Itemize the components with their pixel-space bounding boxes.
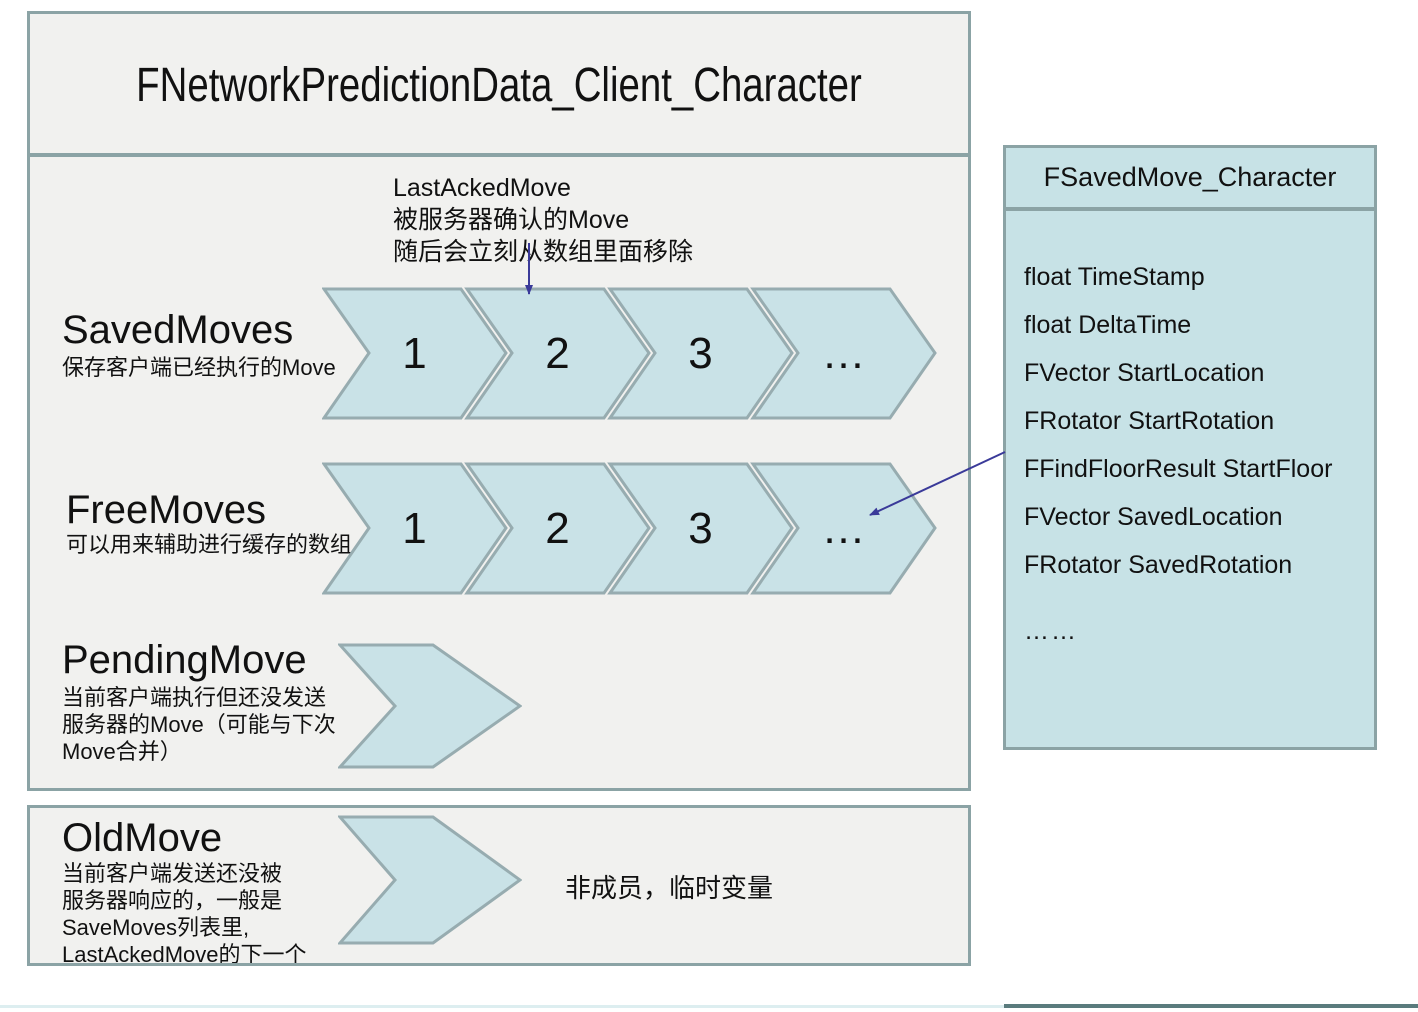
struct-field: FRotator SavedRotation: [1024, 551, 1293, 579]
pending-move-desc: 当前客户端执行但还没发送 服务器的Move（可能与下次 Move合并）: [62, 684, 336, 765]
saved-moves-item: 2: [545, 328, 570, 378]
network-prediction-data-box: FNetworkPredictionData_Client_Character …: [27, 11, 971, 791]
free-moves-chevron-row: 1 2 3 …: [322, 462, 937, 595]
saved-move-character-panel: FSavedMove_Character float TimeStamp flo…: [1003, 145, 1377, 750]
bottom-divider-dark: [1004, 1004, 1418, 1008]
annotation-line: 被服务器确认的Move: [393, 206, 630, 234]
bottom-divider-light: [0, 1005, 1004, 1008]
chevron-arrow-icon: [322, 287, 937, 420]
chevron-arrow-icon: [338, 643, 522, 769]
old-move-desc-line: LastAckedMove的下一个: [62, 942, 307, 966]
saved-moves-item: …: [821, 328, 866, 378]
free-moves-item: …: [821, 503, 866, 553]
struct-field-ellipsis: ……: [1024, 617, 1078, 645]
panel-title: FSavedMove_Character: [1006, 148, 1374, 211]
saved-moves-item: 1: [402, 328, 427, 378]
struct-field: FFindFloorResult StartFloor: [1024, 455, 1333, 483]
old-move-desc-line: 服务器响应的，一般是: [62, 888, 283, 913]
struct-field: float DeltaTime: [1024, 311, 1192, 339]
free-moves-item: 2: [545, 503, 570, 553]
annotation-line: LastAckedMove: [393, 174, 571, 202]
struct-field: float TimeStamp: [1024, 263, 1205, 291]
old-move-label: OldMove: [62, 816, 223, 860]
struct-field: FVector StartLocation: [1024, 359, 1265, 387]
pending-move-desc-line: Move合并）: [62, 739, 182, 764]
old-move-desc-line: SaveMoves列表里,: [62, 915, 250, 940]
old-move-note: 非成员，临时变量: [565, 873, 774, 903]
last-acked-move-annotation: LastAckedMove 被服务器确认的Move 随后会立刻从数组里面移除: [393, 172, 693, 268]
pending-move-label: PendingMove: [62, 638, 307, 682]
old-move-box: OldMove 当前客户端发送还没被 服务器响应的，一般是 SaveMoves列…: [27, 805, 971, 966]
free-moves-desc: 可以用来辅助进行缓存的数组: [66, 532, 353, 557]
struct-field: FVector SavedLocation: [1024, 503, 1283, 531]
free-moves-label: FreeMoves: [66, 488, 267, 532]
chevron-arrow-icon: [322, 462, 937, 595]
saved-moves-desc: 保存客户端已经执行的Move: [62, 355, 336, 380]
saved-moves-chevron-row: 1 2 3 …: [322, 287, 937, 420]
main-box-title: FNetworkPredictionData_Client_Character: [136, 59, 862, 112]
chevron-arrow-icon: [338, 815, 522, 945]
free-moves-item: 1: [402, 503, 427, 553]
panel-field-list: float TimeStamp float DeltaTime FVector …: [1024, 253, 1332, 655]
pending-move-desc-line: 服务器的Move（可能与下次: [62, 712, 336, 737]
free-moves-item: 3: [688, 503, 713, 553]
annotation-line: 随后会立刻从数组里面移除: [393, 238, 694, 266]
old-move-desc-line: 当前客户端发送还没被: [62, 861, 283, 886]
saved-moves-item: 3: [688, 328, 713, 378]
old-move-desc: 当前客户端发送还没被 服务器响应的，一般是 SaveMoves列表里, Last…: [62, 860, 307, 966]
saved-moves-label: SavedMoves: [62, 308, 294, 352]
pending-move-desc-line: 当前客户端执行但还没发送: [62, 685, 327, 710]
struct-field: FRotator StartRotation: [1024, 407, 1275, 435]
title-divider: [30, 153, 968, 157]
